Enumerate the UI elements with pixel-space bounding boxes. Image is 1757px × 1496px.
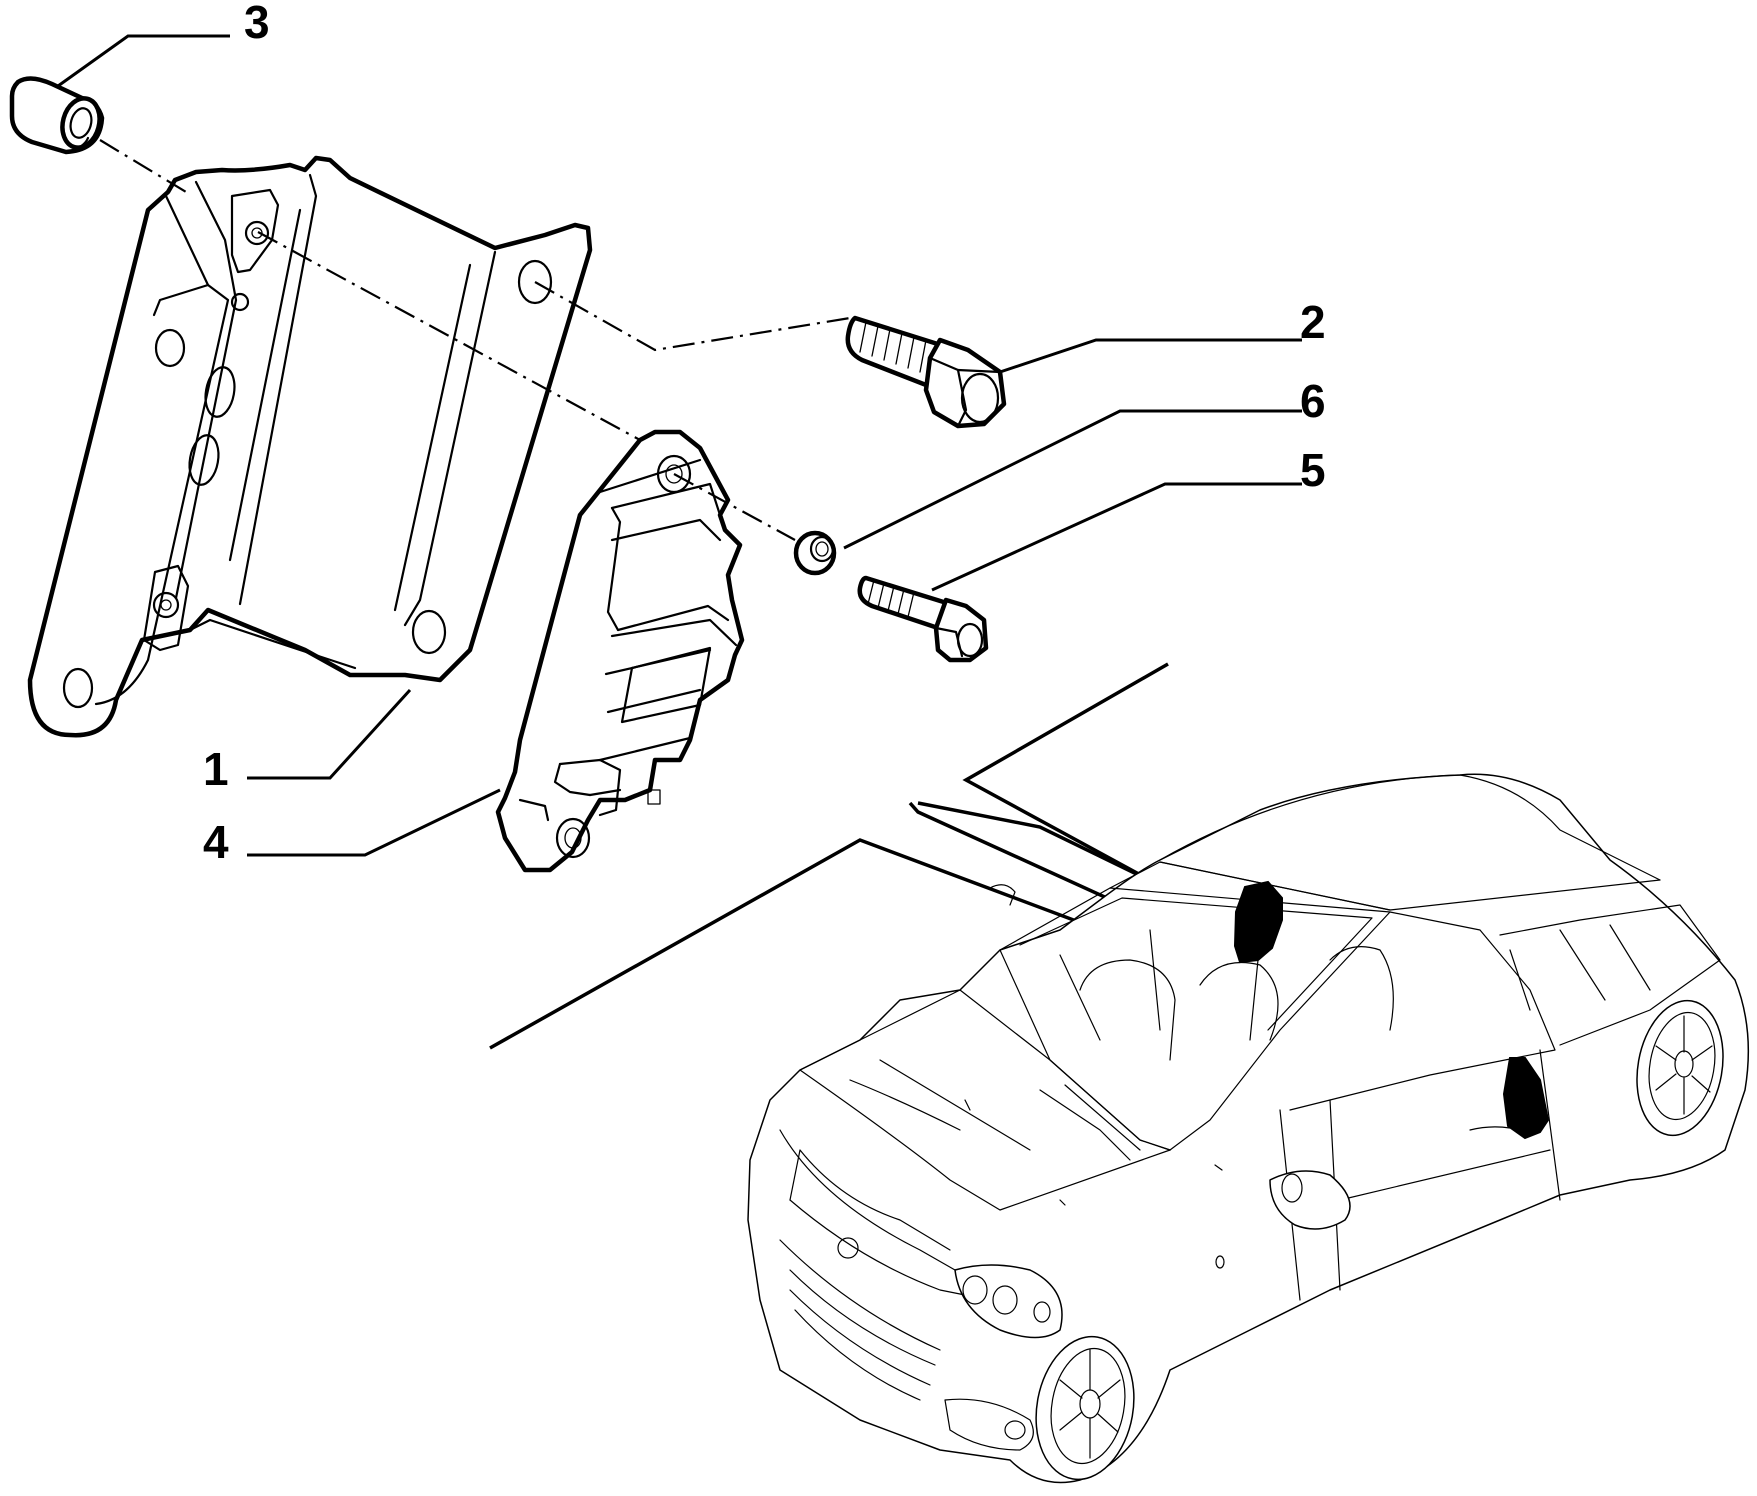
- part-6-nut: [793, 530, 837, 576]
- car-illustration: [747, 773, 1750, 1484]
- module-location-marker-1: [1233, 880, 1283, 964]
- callout-5: 5: [1300, 444, 1326, 496]
- callout-2: 2: [1300, 296, 1326, 348]
- callout-4: 4: [203, 816, 229, 868]
- leader-lines: [57, 34, 1302, 857]
- part-3-bushing: [9, 76, 105, 155]
- part-5-bolt: [857, 575, 989, 663]
- part-4-module: [495, 429, 745, 873]
- callout-1: 1: [203, 743, 229, 795]
- callout-labels: 3 2 6 5 1 4: [203, 0, 1326, 868]
- callout-6: 6: [1300, 375, 1326, 427]
- module-location-marker-2: [1502, 1057, 1550, 1140]
- callout-3: 3: [244, 0, 270, 48]
- location-markers: [1233, 880, 1550, 1140]
- part-1-bracket: [27, 155, 593, 738]
- part-2-bolt: [845, 315, 1007, 429]
- assembly-axes: [99, 139, 851, 541]
